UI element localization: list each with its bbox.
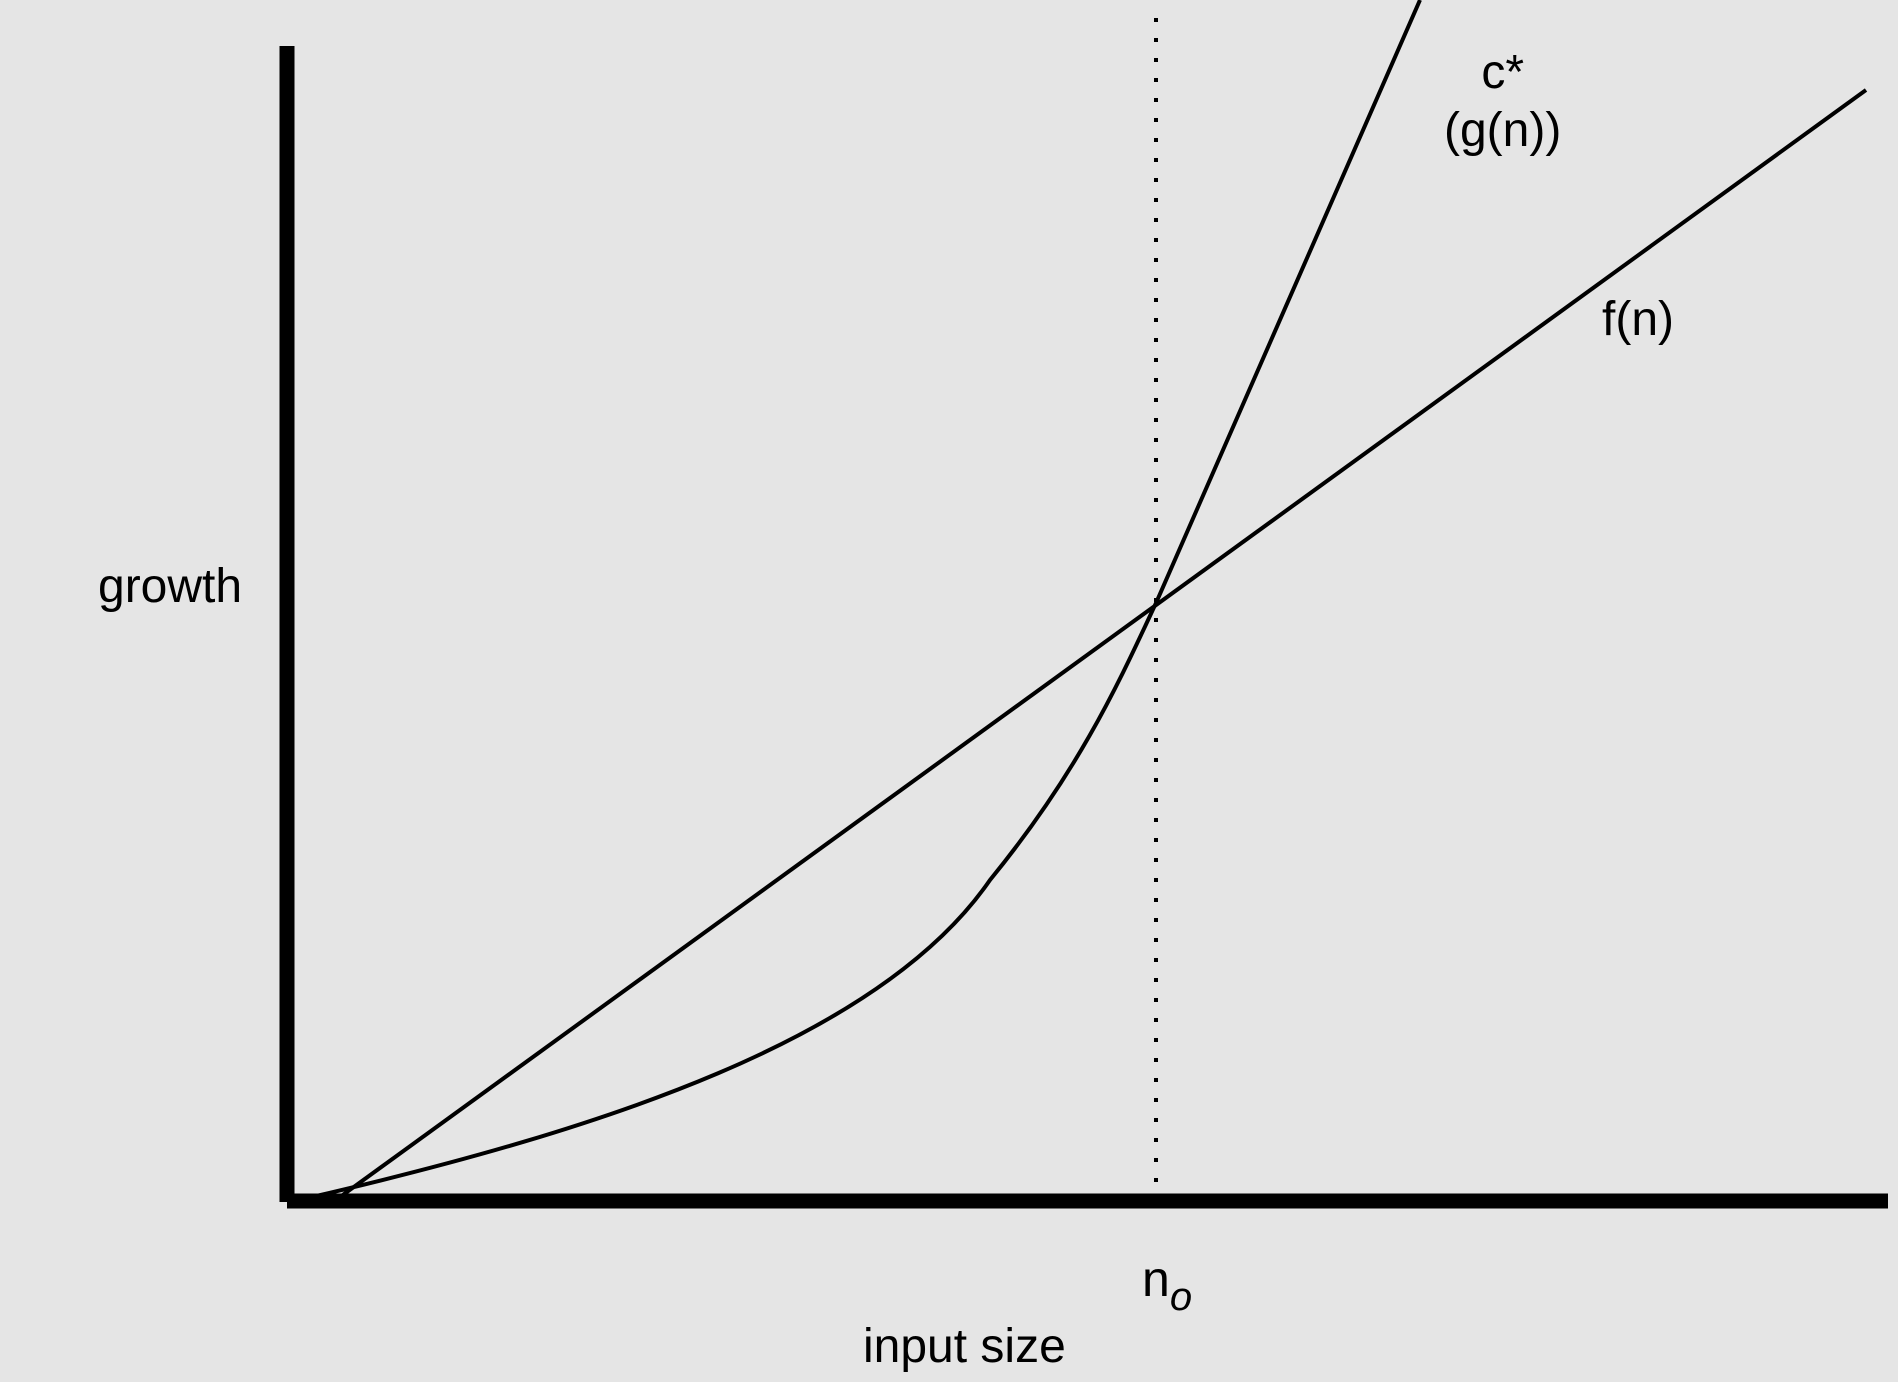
curve-g-label-line1: c* (1481, 46, 1524, 99)
y-axis-label: growth (98, 560, 243, 613)
curve-g-label: c* (g(n)) (1444, 44, 1561, 160)
curve-g-label-line2: (g(n)) (1444, 104, 1562, 157)
x-axis-label: input size (863, 1320, 1066, 1373)
crossover-point-subscript: o (1169, 1275, 1193, 1319)
c-g-n-curve (311, 0, 1422, 1199)
curve-f-label: f(n) (1602, 293, 1674, 346)
crossover-point-label: no (1142, 1254, 1192, 1317)
crossover-point-symbol: n (1142, 1251, 1170, 1307)
f-n-curve (338, 88, 1868, 1199)
